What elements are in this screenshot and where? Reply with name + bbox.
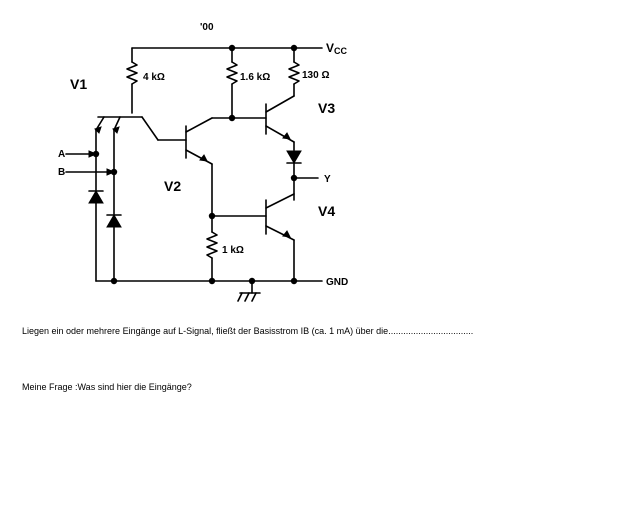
header-mark: '00 [200, 22, 214, 33]
clamp-diode-a [88, 153, 104, 282]
statement-text: Liegen ein oder mehrere Eingänge auf L-S… [22, 326, 474, 336]
resistor-130: 130 Ω [288, 47, 329, 97]
svg-text:130 Ω: 130 Ω [302, 70, 329, 81]
input-b: B [58, 167, 118, 178]
output-diode [286, 150, 302, 201]
ttl-nand-schematic: '00 VCC 4 kΩ 1.6 kΩ 130 Ω V1 [58, 22, 348, 302]
resistor-1k6: 1.6 kΩ [226, 47, 270, 119]
svg-text:V1: V1 [70, 76, 87, 92]
ground-icon [237, 280, 261, 302]
transistor-v3: V3 [265, 95, 335, 151]
input-a: A [58, 149, 100, 160]
transistor-v4: V4 [265, 193, 335, 282]
clamp-diode-b [106, 171, 122, 282]
svg-text:V3: V3 [318, 100, 335, 116]
svg-text:Y: Y [324, 174, 331, 185]
vcc-rail: VCC [131, 41, 348, 56]
vcc-label: VCC [326, 41, 348, 56]
svg-text:V4: V4 [318, 203, 335, 219]
svg-text:V2: V2 [164, 178, 181, 194]
question-text: Meine Frage :Was sind hier die Eingänge? [22, 382, 192, 392]
transistor-v1: V1 [70, 76, 187, 171]
transistor-v2: V2 [164, 114, 267, 233]
output-y: Y [290, 174, 331, 185]
gnd-rail: GND [95, 277, 348, 288]
svg-text:4 kΩ: 4 kΩ [143, 72, 165, 83]
svg-text:1.6 kΩ: 1.6 kΩ [240, 72, 270, 83]
resistor-4k: 4 kΩ [126, 47, 165, 114]
resistor-1k: 1 kΩ [206, 231, 244, 282]
svg-text:B: B [58, 167, 65, 178]
svg-text:A: A [58, 149, 65, 160]
svg-text:GND: GND [326, 277, 348, 288]
svg-text:1 kΩ: 1 kΩ [222, 245, 244, 256]
